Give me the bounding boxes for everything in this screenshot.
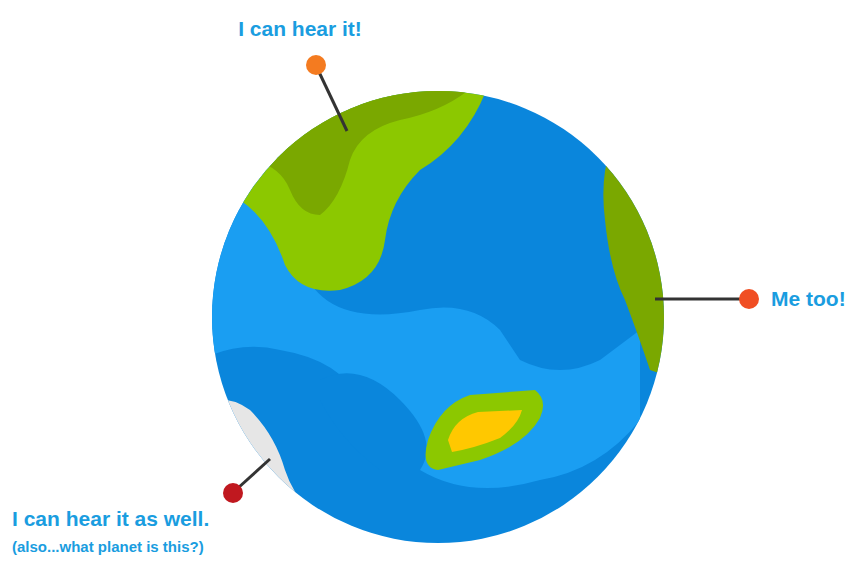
ice-shadow [200, 420, 290, 560]
continent [200, 80, 490, 291]
island [426, 390, 544, 470]
east-land [603, 140, 680, 380]
callout-text: I can hear it! [238, 16, 362, 41]
leader-line [319, 72, 347, 131]
callout-dot [223, 483, 243, 503]
ice-cap [200, 399, 320, 560]
leader-line [238, 459, 270, 488]
callout-text: (also...what planet is this?) [12, 538, 204, 556]
callout-text: Me too! [771, 286, 846, 311]
callout-text: I can hear it as well. [12, 506, 209, 531]
callout-dot [306, 55, 326, 75]
continent-highland [200, 80, 480, 215]
callout-dot [739, 289, 759, 309]
deep-sea [320, 373, 427, 470]
desert [448, 410, 522, 452]
leader-line [655, 298, 740, 301]
